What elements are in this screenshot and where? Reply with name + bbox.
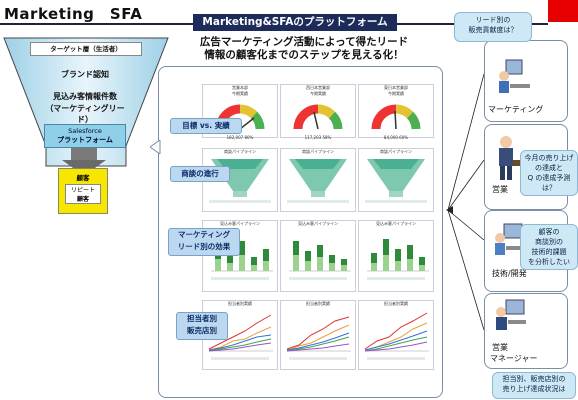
gauge-value: 84,000 60% (383, 135, 409, 140)
manager-icon (496, 299, 526, 330)
pipeline-funnel-cell: 商談パイプライン (358, 148, 434, 212)
callout-marketing-line2: 販売貢献度は？ (468, 26, 518, 34)
subtitle-line-2: 情報の顧客化までのステップを見える化！ (204, 49, 404, 61)
lead-bar-chart (289, 241, 351, 280)
label-rep-store: 担当者別 販売店別 (176, 312, 228, 340)
bubble-pointer (150, 140, 161, 154)
callout-engineering-line4: を分析したい (528, 258, 570, 266)
salesforce-platform-box: Salesforce プラットフォーム (44, 124, 126, 148)
label-target-vs-actual: 目標 vs. 実績 (170, 118, 242, 134)
gauge-title: 今期実績 (310, 91, 326, 96)
role-label-sales: 営業 (492, 185, 508, 194)
subtitle-line-1: 広告マーケティング活動によって得たリード (199, 36, 409, 48)
callout-sales-line4: は？ (542, 184, 556, 192)
callout-marketing: リード別の 販売貢献度は？ (454, 12, 532, 42)
callout-sales-line3: Q の達成予測 (527, 174, 571, 182)
gauge-title: 今期実績 (232, 91, 248, 96)
funnel-level-awareness: ブランド認知 (61, 70, 109, 79)
callout-engineering-line3: 技術的課題 (531, 248, 567, 256)
line-title: 担当者別実績 (228, 301, 252, 306)
pipeline-funnel-chart (365, 159, 427, 203)
rep-line-cell: 担当者別実績 (280, 300, 356, 370)
callout-engineering-line1: 顧客の (538, 228, 560, 236)
salesperson-icon (499, 136, 521, 180)
lead-bar-chart (367, 239, 429, 280)
column-title: 営業本部 (232, 85, 248, 90)
role-label-engineering: 技術/開発 (492, 269, 527, 278)
callout-manager-line1: 担当別、販売店別の (502, 375, 566, 383)
pipeline-funnel-cell: 商談パイプライン (280, 148, 356, 212)
customer-label: 顧客 (76, 174, 90, 182)
pipeline-title: 商談パイプライン (224, 149, 256, 154)
person-at-desk-icon (499, 59, 530, 93)
platform-label: プラットフォーム (57, 136, 113, 144)
role-panel-marketing (484, 40, 568, 122)
label-rep-line2: 販売店別 (187, 326, 217, 335)
gauge-cell: 西日本営業部 今期実績 117,203 58% (280, 84, 356, 140)
column-title: 西日本営業部 (306, 85, 330, 90)
platform-name: Salesforce (68, 127, 102, 135)
lead-bar-cell: 見込み客パイプライン (280, 220, 356, 292)
funnel-level-prospects: 見込み客情報件数 (53, 92, 117, 101)
callout-marketing-line1: リード別の (475, 16, 511, 24)
lead-bar-cell: 見込み客パイプライン (358, 220, 434, 292)
funnel-level-leads: （マーケティングリード） (45, 104, 125, 124)
funnel-arrow-stem (71, 148, 97, 162)
rep-line-chart (286, 316, 351, 360)
callout-sales-line1: 今月の売り上げ (524, 154, 574, 162)
gauge-cell: 東日本営業部 今期実績 84,000 60% (358, 84, 434, 140)
repeat-label: リピート (70, 187, 95, 194)
label-lead-effect-line2: リード別の効果 (177, 242, 231, 251)
gauge-title: 今期実績 (388, 91, 404, 96)
line-title: 担当者別実績 (384, 301, 408, 306)
callout-engineering: 顧客の 商談別の 技術的課題 を分析したい (520, 224, 578, 270)
rep-line-chart (208, 314, 273, 360)
gauge-value: 117,203 58% (304, 135, 332, 140)
gauge-chart (371, 104, 421, 130)
customer-box: 顧客 リピート 顧客 (58, 168, 108, 214)
role-label-manager-line1: 営業 (492, 343, 508, 352)
gauge-value: 182,007 80% (226, 135, 254, 140)
repeat-customer-label: 顧客 (76, 196, 89, 203)
lead-bar-chart (211, 241, 273, 280)
bar-title: 見込み客パイプライン (298, 221, 338, 226)
label-deal-progress: 商談の進行 (170, 166, 230, 182)
repeat-customer-box: リピート 顧客 (65, 184, 101, 204)
callout-engineering-line2: 商談別の (535, 238, 563, 246)
engineer-icon (495, 223, 526, 255)
bar-title: 見込み客パイプライン (220, 221, 260, 226)
label-lead-effect-line1: マーケティング (178, 230, 230, 239)
role-label-manager-line2: マネージャー (490, 354, 538, 363)
gauge-chart (293, 104, 343, 130)
pipeline-title: 商談パイプライン (302, 149, 334, 154)
platform-banner: Marketing&SFAのプラットフォーム (193, 14, 397, 31)
callout-manager-line2: 売り上げ達成状況は (502, 385, 566, 393)
role-label-marketing: マーケティング (488, 105, 544, 114)
line-title: 担当者別実績 (306, 301, 330, 306)
bar-title: 見込み客パイプライン (376, 221, 416, 226)
callout-manager: 担当別、販売店別の 売り上げ達成状況は (492, 372, 576, 399)
pipeline-funnel-chart (287, 159, 349, 203)
callout-sales: 今月の売り上げ の達成と Q の達成予測 は？ (520, 150, 578, 196)
page-title: Marketing SFA (4, 5, 143, 23)
column-title: 東日本営業部 (384, 85, 408, 90)
callout-sales-line2: の達成と (535, 164, 563, 172)
brand-accent-block (548, 0, 578, 22)
pipeline-title: 商談パイプライン (380, 149, 412, 154)
label-lead-effect: マーケティング リード別の効果 (168, 228, 240, 256)
role-connectors (446, 73, 485, 331)
label-rep-line1: 担当者別 (187, 314, 217, 323)
role-panel-manager (484, 293, 568, 369)
funnel-level-target: ターゲット層（生活者） (30, 42, 142, 56)
rep-line-chart (364, 312, 429, 360)
rep-line-cell: 担当者別実績 (358, 300, 434, 370)
